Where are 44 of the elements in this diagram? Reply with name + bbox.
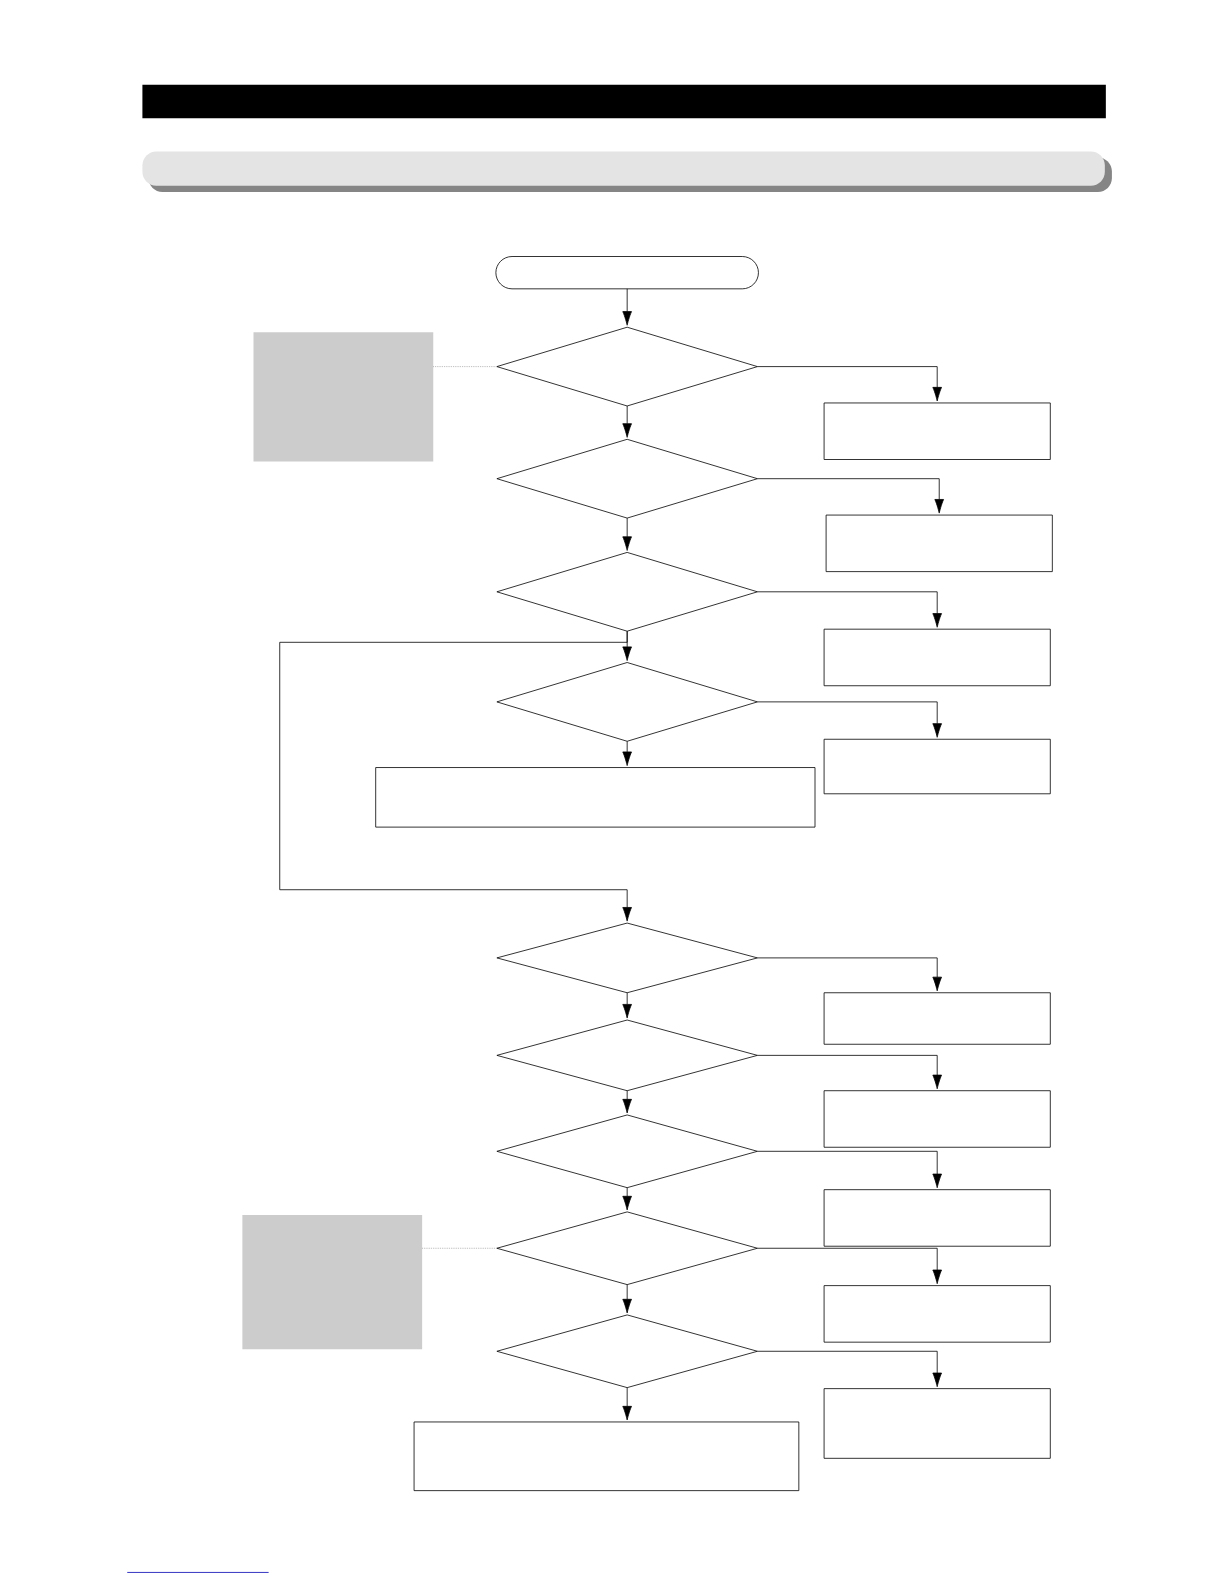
loop-arrow bbox=[279, 630, 632, 922]
decision-diamond bbox=[496, 438, 758, 519]
decision-diamond bbox=[496, 1114, 758, 1189]
process-box bbox=[823, 738, 1051, 795]
arrow bbox=[622, 405, 632, 438]
arrow bbox=[622, 1387, 632, 1421]
process-box bbox=[823, 628, 1051, 687]
arrow bbox=[622, 740, 632, 766]
process-box bbox=[823, 402, 1051, 460]
decision-diamond bbox=[496, 1211, 758, 1285]
arrow bbox=[622, 517, 632, 551]
arrow bbox=[757, 478, 944, 514]
arrow bbox=[622, 1090, 632, 1114]
arrow bbox=[757, 701, 942, 738]
process-box bbox=[823, 1189, 1051, 1247]
process-terminal bbox=[495, 256, 759, 290]
process-box bbox=[823, 1388, 1051, 1459]
decision-diamond bbox=[496, 552, 758, 632]
decision-diamond bbox=[496, 326, 758, 407]
process-box bbox=[823, 1090, 1051, 1148]
arrow bbox=[757, 1150, 942, 1189]
process-box bbox=[825, 514, 1053, 572]
note-box bbox=[242, 1214, 423, 1350]
arrow bbox=[622, 992, 632, 1019]
arrow bbox=[622, 288, 632, 326]
leader-line bbox=[432, 366, 498, 367]
arrow bbox=[757, 1054, 942, 1090]
process-box bbox=[375, 767, 816, 828]
arrow bbox=[757, 1350, 942, 1388]
leader-line bbox=[421, 1247, 498, 1249]
decision-diamond bbox=[496, 1314, 758, 1388]
process-box bbox=[823, 1285, 1051, 1343]
note-box bbox=[253, 332, 434, 462]
arrow bbox=[757, 1247, 942, 1285]
arrow bbox=[757, 957, 942, 992]
process-box bbox=[413, 1421, 800, 1492]
decision-diamond bbox=[496, 922, 758, 994]
decision-diamond bbox=[496, 662, 758, 742]
arrow bbox=[622, 1284, 632, 1314]
decision-diamond bbox=[496, 1019, 758, 1092]
process-box bbox=[823, 992, 1051, 1045]
arrow bbox=[757, 591, 942, 628]
arrow bbox=[757, 366, 942, 402]
arrow bbox=[622, 1187, 632, 1211]
